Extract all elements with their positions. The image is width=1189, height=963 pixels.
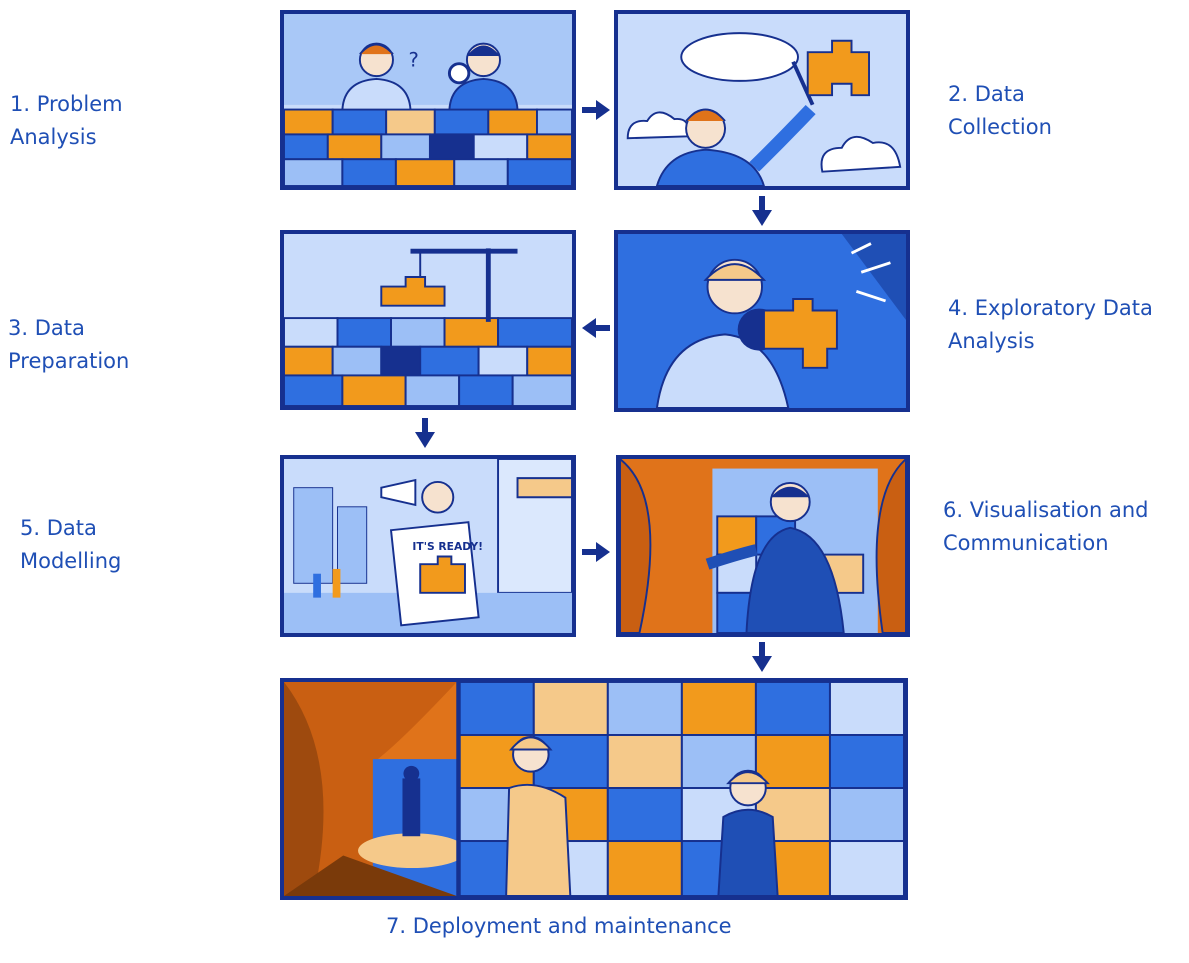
arrow-1-to-2 bbox=[582, 100, 610, 120]
panel-data-collection bbox=[614, 10, 910, 190]
arrow-right-icon bbox=[582, 542, 610, 562]
arrow-left-icon bbox=[582, 318, 610, 338]
data-preparation-illustration bbox=[284, 234, 572, 406]
arrow-down-icon bbox=[415, 418, 435, 448]
panel-deployment-maintenance bbox=[280, 678, 908, 900]
arrow-right-icon bbox=[582, 100, 610, 120]
arrow-6-to-7 bbox=[752, 642, 772, 672]
panel-problem-analysis: ? bbox=[280, 10, 576, 190]
step-5-label: 5. Data Modelling bbox=[20, 516, 122, 573]
svg-text:?: ? bbox=[409, 49, 419, 72]
panel-visualisation-communication bbox=[616, 455, 910, 637]
exploratory-data-analysis-illustration bbox=[618, 234, 906, 408]
deployment-maintenance-illustration bbox=[284, 682, 904, 896]
arrow-2-to-4 bbox=[752, 196, 772, 226]
visualisation-communication-illustration bbox=[620, 459, 906, 633]
data-modelling-illustration: IT'S READY! bbox=[284, 459, 572, 633]
step-7-label: 7. Deployment and maintenance bbox=[386, 914, 732, 938]
step-4-label: 4. Exploratory Data Analysis bbox=[948, 296, 1153, 353]
problem-analysis-illustration: ? bbox=[284, 14, 572, 186]
ready-sign-text: IT'S READY! bbox=[412, 540, 483, 553]
step-6-label: 6. Visualisation and Communication bbox=[943, 498, 1149, 555]
data-collection-illustration bbox=[618, 14, 906, 186]
step-2-label: 2. Data Collection bbox=[948, 82, 1052, 139]
panel-data-preparation bbox=[280, 230, 576, 410]
arrow-5-to-6 bbox=[582, 542, 610, 562]
arrow-3-to-5 bbox=[415, 418, 435, 448]
step-3-label: 3. Data Preparation bbox=[8, 316, 130, 373]
step-1-label: 1. Problem Analysis bbox=[10, 92, 123, 149]
panel-data-modelling: IT'S READY! bbox=[280, 455, 576, 637]
panel-exploratory-data-analysis bbox=[614, 230, 910, 412]
arrow-down-icon bbox=[752, 196, 772, 226]
arrow-4-to-3 bbox=[582, 318, 610, 338]
arrow-down-icon bbox=[752, 642, 772, 672]
